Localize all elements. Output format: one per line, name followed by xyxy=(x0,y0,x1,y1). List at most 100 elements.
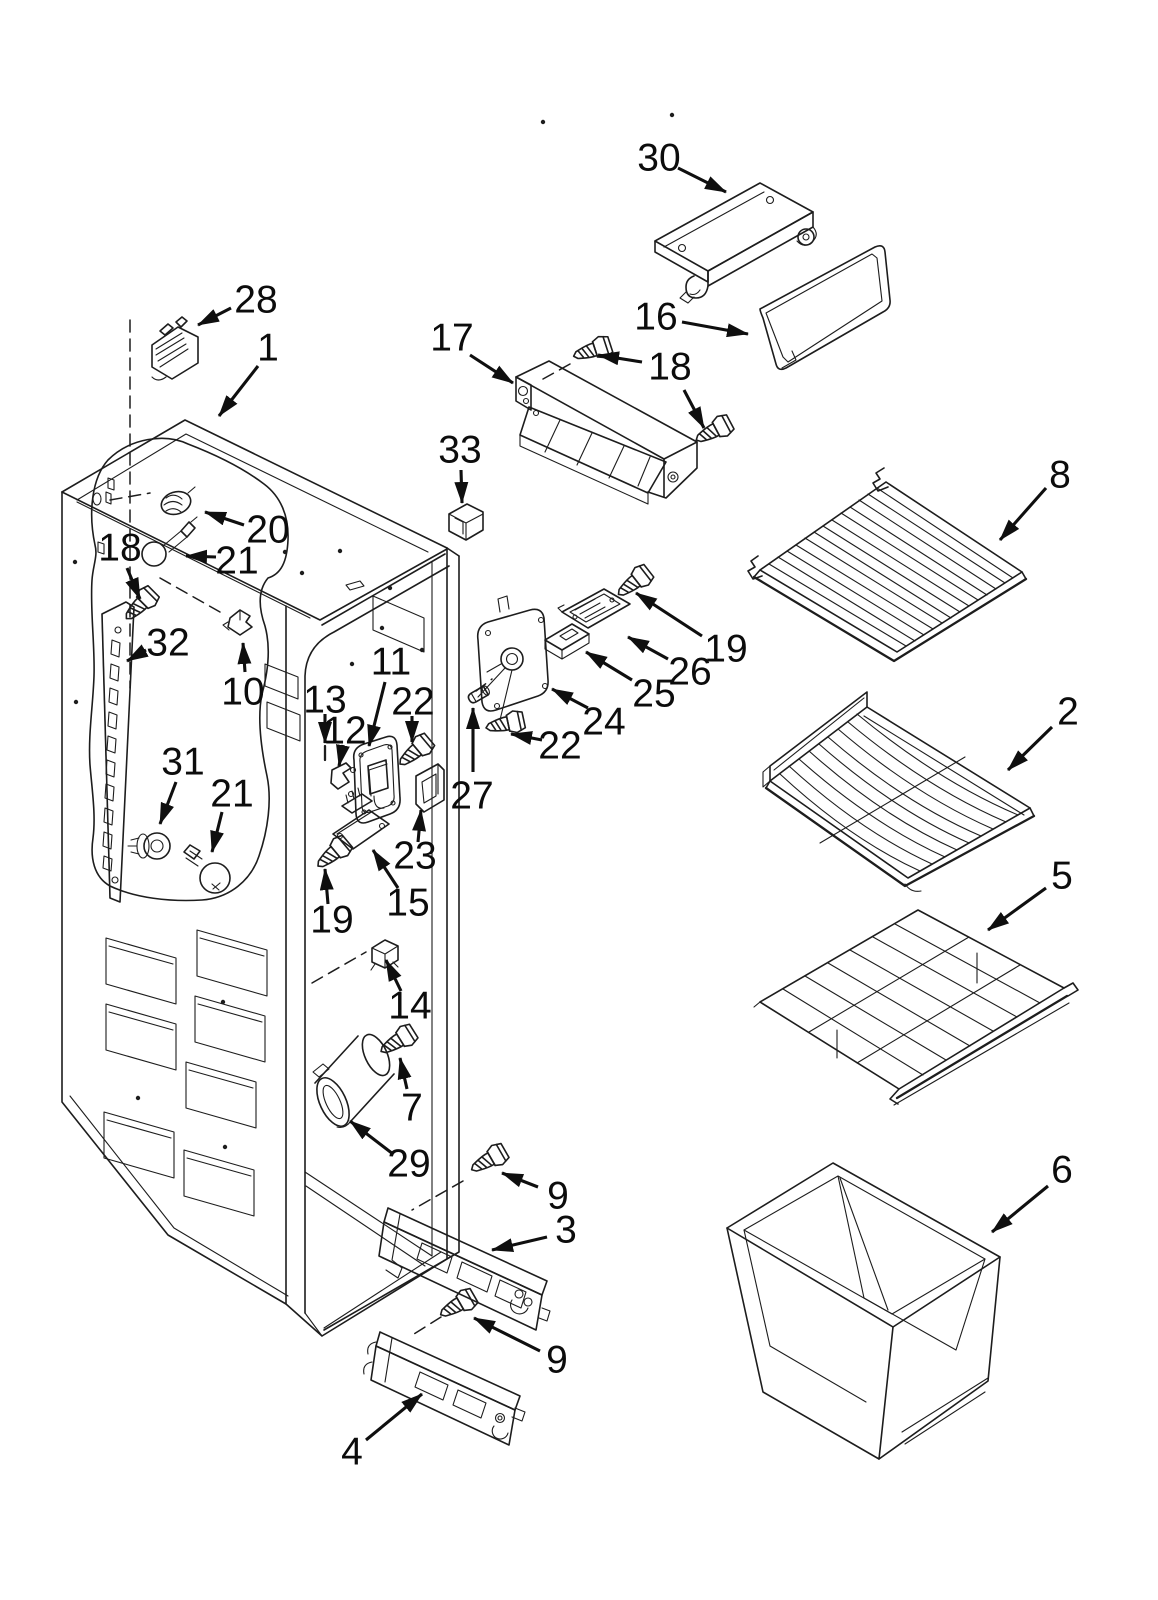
part-17-support-bracket xyxy=(515,360,698,505)
part-label-4: 4 xyxy=(341,1431,363,1474)
callout-28: 28 xyxy=(197,279,278,327)
part-30-hinge-bracket xyxy=(654,182,817,304)
callout-13: 13 xyxy=(303,679,347,744)
leader-arrow-28 xyxy=(197,306,232,327)
part-label-21-upper: 21 xyxy=(215,540,258,583)
callout-4: 4 xyxy=(341,1392,423,1474)
part-24-control-plate xyxy=(476,595,549,721)
leader-arrow-4 xyxy=(365,1392,423,1442)
callout-21-upper: 21 xyxy=(185,540,259,583)
leader-arrow-10 xyxy=(237,642,252,673)
leader-arrow-33 xyxy=(454,469,469,504)
part-25-bracket xyxy=(544,623,590,660)
part-label-30: 30 xyxy=(637,137,680,180)
leader-arrow-8 xyxy=(998,486,1048,542)
part-14-clip xyxy=(370,939,399,971)
part-label-24: 24 xyxy=(582,701,625,744)
callout-7: 7 xyxy=(397,1057,423,1130)
part-label-26: 26 xyxy=(668,651,711,694)
callout-17: 17 xyxy=(430,317,514,385)
part-6-crisper-bin xyxy=(726,1162,1001,1460)
part-label-15: 15 xyxy=(386,882,429,925)
callout-8: 8 xyxy=(998,454,1071,542)
leader-arrow-12 xyxy=(336,744,350,767)
callout-1: 1 xyxy=(217,327,279,417)
part-23-bracket xyxy=(415,763,445,813)
callout-19-left: 19 xyxy=(310,868,354,942)
part-label-5: 5 xyxy=(1051,855,1073,898)
part-8-wire-shelf xyxy=(747,467,1028,663)
callout-9-lower: 9 xyxy=(473,1316,568,1382)
part-32-mounting-rail xyxy=(101,601,135,903)
screw-9-lower xyxy=(434,1285,481,1326)
callout-12: 12 xyxy=(323,710,367,767)
part-29-lamp-shield xyxy=(312,1033,395,1128)
part-label-9-upper: 9 xyxy=(547,1175,569,1218)
callout-30: 30 xyxy=(637,137,727,194)
part-label-21-lower: 21 xyxy=(210,773,253,816)
part-10-clip xyxy=(222,609,253,636)
part-4-toe-rail xyxy=(363,1331,526,1446)
part-label-27: 27 xyxy=(450,775,493,818)
part-label-6: 6 xyxy=(1051,1149,1073,1192)
leader-arrow-22-right xyxy=(510,731,543,745)
leader-arrow-16 xyxy=(681,320,749,338)
part-label-18-left: 18 xyxy=(98,527,141,570)
callout-22-center: 22 xyxy=(391,681,435,743)
part-label-32: 32 xyxy=(146,622,189,665)
screw-7 xyxy=(374,1020,421,1062)
part-label-22-center: 22 xyxy=(391,681,434,724)
callout-25: 25 xyxy=(585,650,676,716)
leader-arrow-7 xyxy=(397,1057,412,1090)
callout-33: 33 xyxy=(438,429,482,504)
callout-23: 23 xyxy=(393,809,437,878)
screw-19-left xyxy=(310,832,356,876)
callout-9-upper: 9 xyxy=(501,1171,569,1218)
leader-arrow-3 xyxy=(491,1235,548,1252)
screw-18-top-a xyxy=(569,333,615,368)
leader-arrow-9-lower xyxy=(473,1316,541,1353)
part-label-13: 13 xyxy=(303,679,346,722)
leader-arrow-24 xyxy=(551,687,589,710)
leader-arrow-19-right xyxy=(635,591,703,638)
part-label-33: 33 xyxy=(438,429,481,472)
part-21-bulb-lower xyxy=(183,844,231,894)
leader-arrow-25 xyxy=(585,650,633,682)
leader-arrow-6 xyxy=(991,1184,1049,1234)
part-label-16: 16 xyxy=(634,296,677,339)
part-label-19-right: 19 xyxy=(704,628,747,671)
callout-5: 5 xyxy=(987,855,1073,932)
part-2-wire-shelf xyxy=(762,691,1036,892)
part-label-7: 7 xyxy=(401,1087,423,1130)
part-label-28: 28 xyxy=(234,279,277,322)
screw-22-center xyxy=(392,730,438,774)
callout-24: 24 xyxy=(551,687,626,744)
part-label-31: 31 xyxy=(161,741,204,784)
callout-16: 16 xyxy=(634,296,749,339)
leader-arrow-32 xyxy=(126,644,149,663)
callout-10: 10 xyxy=(221,642,265,714)
callout-2: 2 xyxy=(1006,691,1079,772)
leader-arrow-11 xyxy=(367,681,387,747)
leader-arrow-29 xyxy=(349,1119,394,1156)
leader-arrow-21-lower xyxy=(210,811,224,853)
part-label-10: 10 xyxy=(221,671,264,714)
alignment-dashed-lines xyxy=(109,319,571,1335)
leader-arrow-21-upper xyxy=(185,549,217,564)
part-5-wire-shelf xyxy=(753,909,1079,1106)
callout-18-left: 18 xyxy=(98,527,142,600)
leader-arrow-30 xyxy=(677,166,727,194)
callout-15: 15 xyxy=(371,849,430,925)
part-15-control-board xyxy=(332,787,390,850)
part-label-19-left: 19 xyxy=(310,899,353,942)
callout-29: 29 xyxy=(349,1119,431,1186)
leader-arrow-18-left xyxy=(125,567,142,600)
liner-emboss-rects xyxy=(103,929,268,1217)
part-label-25: 25 xyxy=(632,673,675,716)
callout-32: 32 xyxy=(126,622,190,665)
part-20-light-socket xyxy=(160,486,196,516)
part-26-defrost-board xyxy=(557,588,631,629)
callout-21-lower: 21 xyxy=(210,773,254,853)
leader-arrow-26 xyxy=(627,635,669,661)
